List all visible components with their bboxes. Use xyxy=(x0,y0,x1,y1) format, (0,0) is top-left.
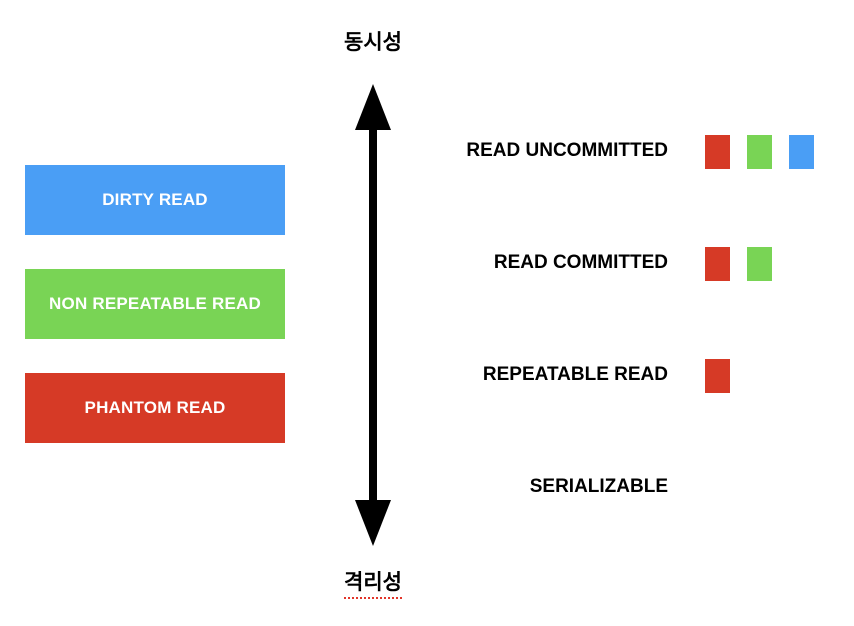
swatch-phantom-read xyxy=(705,247,730,281)
axis-label-isolation: 격리성 xyxy=(0,566,746,599)
isolation-level-swatches xyxy=(705,247,772,281)
isolation-level-row: READ COMMITTED xyxy=(400,242,840,354)
legend-box-non-repeatable-read: NON REPEATABLE READ xyxy=(25,269,285,339)
swatch-phantom-read xyxy=(705,359,730,393)
legend-box-label: NON REPEATABLE READ xyxy=(49,294,261,313)
legend-box-label: DIRTY READ xyxy=(102,190,208,209)
isolation-level-row: REPEATABLE READ xyxy=(400,354,840,466)
swatch-dirty-read xyxy=(789,135,814,169)
legend-box-phantom-read: PHANTOM READ xyxy=(25,373,285,443)
swatch-non-repeatable-read xyxy=(747,135,772,169)
isolation-level-row: SERIALIZABLE xyxy=(400,466,840,578)
isolation-level-swatches xyxy=(705,359,730,393)
axis-label-concurrency: 동시성 xyxy=(0,26,746,56)
double-headed-vertical-arrow-icon xyxy=(349,84,397,546)
axis-label-isolation-text: 격리성 xyxy=(344,566,402,599)
isolation-level-label: REPEATABLE READ xyxy=(482,364,668,385)
isolation-level-list: READ UNCOMMITTED READ COMMITTED REPEATAB… xyxy=(400,130,840,578)
isolation-level-label: READ COMMITTED xyxy=(493,252,668,273)
legend-box-label: PHANTOM READ xyxy=(84,398,226,417)
legend-box-dirty-read: DIRTY READ xyxy=(25,165,285,235)
axis-label-concurrency-text: 동시성 xyxy=(344,31,402,54)
isolation-level-swatches xyxy=(705,135,814,169)
legend-box-list: DIRTY READ NON REPEATABLE READ PHANTOM R… xyxy=(25,165,285,443)
swatch-phantom-read xyxy=(705,135,730,169)
swatch-non-repeatable-read xyxy=(747,247,772,281)
isolation-level-row: READ UNCOMMITTED xyxy=(400,130,840,242)
isolation-level-label: READ UNCOMMITTED xyxy=(466,140,668,161)
isolation-level-label: SERIALIZABLE xyxy=(529,476,668,497)
